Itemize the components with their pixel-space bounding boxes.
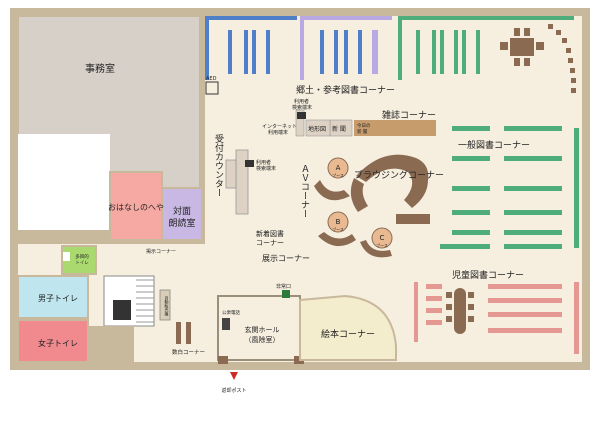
reception-counter <box>235 149 249 215</box>
entrance-hall-label-2: （風除室） <box>245 335 280 344</box>
childrens-shelves <box>414 282 579 354</box>
elevator-icon <box>113 300 131 320</box>
browsing-label: ブラウジングコーナー <box>354 169 444 181</box>
return-post-arrow <box>230 372 238 380</box>
booth-a-word: ブース <box>332 172 344 178</box>
monitor-left <box>245 160 254 167</box>
study-tables <box>500 28 544 66</box>
magazine-label: 雑誌コーナー <box>382 109 436 121</box>
aed-box <box>205 81 219 95</box>
reading-aloud-room <box>161 187 203 241</box>
booth-c-word: ブース <box>376 242 388 248</box>
av-corner-label: ＡＶコーナー <box>299 164 310 218</box>
emergency-exit-sign <box>282 290 290 298</box>
user-search-terminal-label-2: 検索端末 <box>256 165 276 172</box>
dotted-window-arc <box>548 24 576 93</box>
new-books-label-1: 新着図書 <box>256 229 284 238</box>
office-label: 事務室 <box>85 62 115 75</box>
booth-a-label: A <box>336 164 341 172</box>
local-reference-shelves <box>205 16 392 80</box>
vending-machine <box>159 289 171 321</box>
av-booth-a-seat <box>314 180 350 201</box>
storytelling-room <box>109 171 163 241</box>
user-terminal-top-label-2: 検索端末 <box>292 104 312 111</box>
office-inner-corner <box>18 134 110 230</box>
childrens-tables <box>446 288 474 334</box>
map-stand-label: 地形図 <box>308 125 326 133</box>
public-phone-label: 公衆電話 <box>222 309 240 316</box>
internet-terminal-label-2: 利用端末 <box>268 129 288 136</box>
todays-newspaper-label-1: 今日の <box>357 122 371 129</box>
todays-newspaper-label-2: 新 聞 <box>357 128 368 135</box>
numerical-corner-stands <box>176 322 191 344</box>
entrance-hall-label-1: 玄関ホール <box>245 325 280 334</box>
map-stand <box>305 119 331 137</box>
browsing-sofa-bottom <box>396 214 430 224</box>
general-shelves-rows <box>440 126 579 249</box>
picture-book-room <box>299 294 397 361</box>
numerical-corner-label: 数白コーナー <box>172 348 205 356</box>
multipurpose-label-1: 多目的 <box>75 253 89 260</box>
todays-newspaper-stand <box>354 120 376 136</box>
general-shelves-top <box>398 16 574 80</box>
multipurpose-toilet-icon <box>63 252 70 261</box>
newspaper-label: 新 聞 <box>332 125 346 133</box>
multipurpose-label-2: トイレ <box>75 261 89 266</box>
aed-label: AED <box>206 76 217 82</box>
browsing-sofa-left <box>350 178 368 212</box>
display-corner-label: 掲示コーナー <box>146 248 176 255</box>
entrance-hall <box>217 295 301 361</box>
av-booth-b-seat <box>318 232 356 247</box>
exhibition-label: 展示コーナー <box>262 254 310 263</box>
stairs-lines <box>136 279 154 323</box>
mens-toilet <box>17 275 89 319</box>
monitor-top <box>297 112 306 119</box>
av-booths <box>327 157 393 249</box>
reception-side <box>225 159 237 189</box>
user-search-terminal-label-1: 利用者 <box>256 159 271 166</box>
mens-toilet-label: 男子トイレ <box>38 294 78 303</box>
vending-label: 自動販売機 <box>165 295 170 317</box>
av-booth-c-seat <box>360 240 392 258</box>
storytelling-label: おはなしのへや <box>108 203 164 212</box>
booth-b-label: B <box>336 218 341 226</box>
reception-label: 受付カウンター <box>213 133 224 197</box>
emergency-exit-label: 非常口 <box>276 283 291 290</box>
reading-aloud-label-1: 対面 <box>173 205 191 217</box>
user-terminal-top <box>295 109 305 137</box>
picture-book-label: 絵本コーナー <box>321 328 375 340</box>
magazine-rack <box>376 120 436 136</box>
multipurpose-toilet <box>61 245 97 275</box>
booth-b-word: ブース <box>332 226 344 232</box>
user-terminal-top-label-1: 利用者 <box>294 98 309 105</box>
new-books-label-2: コーナー <box>256 239 284 247</box>
womens-toilet <box>17 319 89 363</box>
return-post-box <box>218 356 228 364</box>
lower-wall-block <box>88 326 134 362</box>
general-books-label: 一般図書コーナー <box>458 139 530 151</box>
booth-c-label: C <box>380 234 385 242</box>
reading-aloud-label-2: 朗読室 <box>168 217 195 229</box>
womens-toilet-label: 女子トイレ <box>38 338 78 348</box>
browsing-sofa <box>356 154 429 208</box>
childrens-books-label: 児童図書コーナー <box>452 269 524 281</box>
return-post-label: 返却ポスト <box>221 387 246 394</box>
internet-terminal-label-1: インターネット <box>262 123 297 130</box>
public-phone-icon <box>222 318 230 330</box>
local-reference-label: 郷土・参考図書コーナー <box>296 84 395 96</box>
